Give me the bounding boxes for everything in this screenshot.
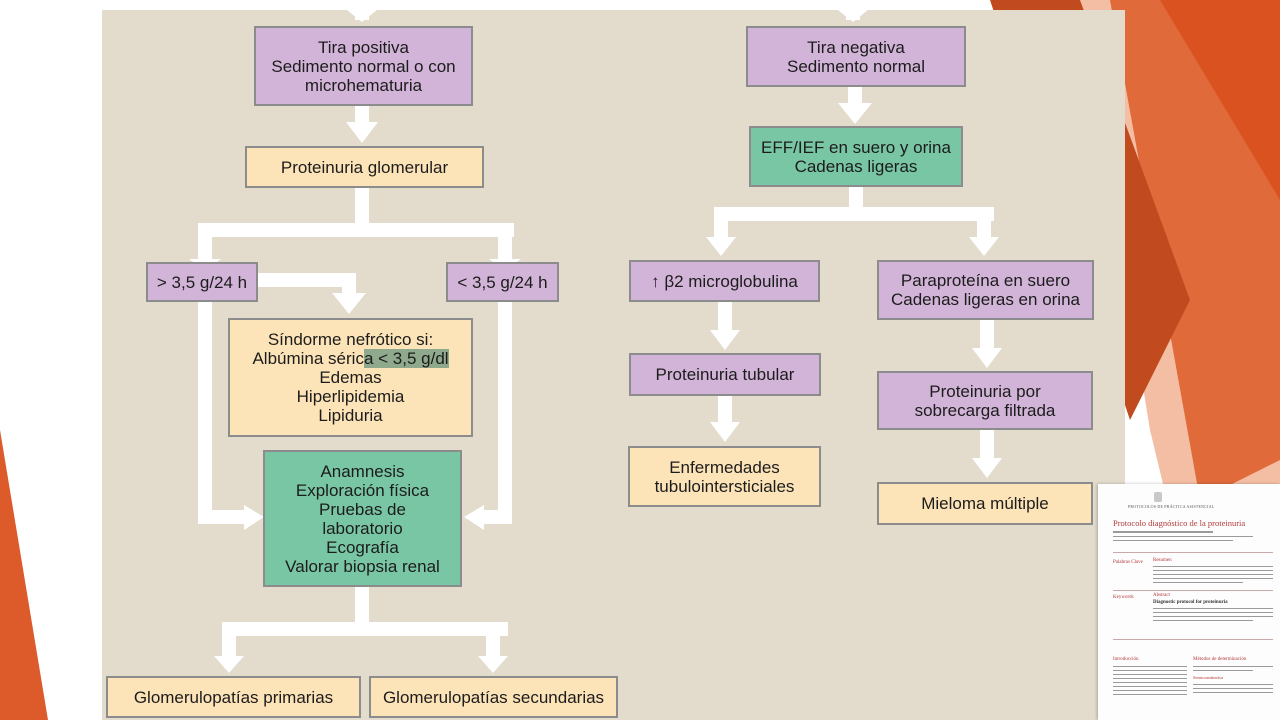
albumina-label: Albúmina séric xyxy=(252,349,364,368)
line-left-outer-down xyxy=(198,300,212,518)
arrow-stub-left-head xyxy=(347,10,377,22)
arrow-negativa-to-eff xyxy=(848,87,862,105)
intro-text xyxy=(1113,682,1187,683)
resumen-text xyxy=(1153,570,1273,571)
thumbnail-title: Protocolo diagnóstico de la proteinuria xyxy=(1113,518,1246,528)
tira-positiva-box: Tira positiva Sedimento normal o con mic… xyxy=(254,26,473,106)
albumina-highlight: a < 3,5 g/dl xyxy=(363,349,449,368)
resumen-label: Resumen xyxy=(1153,558,1172,563)
orange-triangle-right-mid xyxy=(1160,0,1280,200)
mieloma-multiple-box: Mieloma múltiple xyxy=(877,482,1093,525)
sindrome-albumina: Albúmina sérica < 3,5 g/dl xyxy=(252,349,449,368)
intro-text xyxy=(1113,686,1187,687)
proteinuria-glomerular-box: Proteinuria glomerular xyxy=(245,146,484,188)
tira-negativa-box: Tira negativa Sedimento normal xyxy=(746,26,966,87)
thumbnail-header: PROTOCOLOS DE PRÁCTICA ASISTENCIAL xyxy=(1128,504,1215,509)
arrow-mayor-to-sindrome-h xyxy=(256,273,356,287)
intro-text xyxy=(1113,670,1187,671)
menor-3-5-box: < 3,5 g/24 h xyxy=(446,262,559,302)
beta2-microglobulina-box: ↑ β2 microglobulina xyxy=(629,260,820,302)
line-branch-left-down xyxy=(198,223,212,265)
abstract-label: Abstract xyxy=(1153,593,1170,598)
article-thumbnail: PROTOCOLOS DE PRÁCTICA ASISTENCIAL Proto… xyxy=(1098,484,1280,720)
intro-text xyxy=(1113,674,1187,675)
proteinuria-tubular-box: Proteinuria tubular xyxy=(629,353,821,396)
line-right-outer-down xyxy=(498,300,512,518)
thumbnail-rule xyxy=(1113,639,1273,640)
line-right-branch-h xyxy=(714,207,994,221)
sindrome-criteria: Edemas Hiperlipidemia Lipiduria xyxy=(296,368,405,425)
enfermedades-tubulointersticiales-box: Enfermedades tubulointersticiales xyxy=(628,446,821,507)
arrow-right-outer-head xyxy=(464,505,484,530)
arrow-left-outer-head xyxy=(244,505,264,530)
sindrome-nefrotico-box: Síndorme nefrótico si: Albúmina sérica <… xyxy=(228,318,473,437)
resumen-text xyxy=(1153,574,1273,575)
arrow-paraproteina-to-sobrecarga xyxy=(980,320,994,350)
line-left-branch-h xyxy=(198,223,514,237)
resumen-text xyxy=(1153,578,1273,579)
line-branch-right-down xyxy=(498,223,512,265)
semicuantitativa-label: Semicuantitativa xyxy=(1193,675,1224,680)
orange-triangle-left xyxy=(0,430,48,720)
line-eval-down xyxy=(355,586,369,626)
mayor-3-5-box: > 3,5 g/24 h xyxy=(146,262,258,302)
resumen-text xyxy=(1153,566,1273,567)
palabras-clave-label: Palabras Clave xyxy=(1113,560,1143,565)
paraproteina-box: Paraproteína en suero Cadenas ligeras en… xyxy=(877,260,1094,320)
arrow-tira-to-glomerular xyxy=(355,106,369,122)
affiliation-line xyxy=(1113,536,1253,537)
line-bottom-h xyxy=(222,622,508,636)
metodos-text xyxy=(1193,670,1253,671)
arrow-beta2-to-tubular xyxy=(718,302,732,332)
metodos-text xyxy=(1193,688,1273,689)
metodos-text xyxy=(1193,666,1273,667)
abstract-title: Diagnostic protocol for proteinuria xyxy=(1153,600,1228,605)
abstract-text xyxy=(1153,608,1273,609)
introduccion-label: Introducción xyxy=(1113,657,1139,662)
abstract-text xyxy=(1153,612,1273,613)
glomerulopatias-secundarias-box: Glomerulopatías secundarias xyxy=(369,676,618,718)
line-eff-down xyxy=(849,186,863,212)
glomerulopatias-primarias-box: Glomerulopatías primarias xyxy=(106,676,361,718)
metodos-label: Métodos de determinación xyxy=(1193,657,1247,662)
arrow-stub-right-head xyxy=(838,10,868,22)
thumbnail-rule xyxy=(1113,590,1273,591)
intro-text xyxy=(1113,694,1187,695)
thumbnail-rule xyxy=(1113,552,1273,553)
metodos-text xyxy=(1193,692,1273,693)
metodos-text xyxy=(1193,684,1273,685)
abstract-text xyxy=(1153,616,1273,617)
abstract-text xyxy=(1153,620,1253,621)
intro-text xyxy=(1113,690,1187,691)
eff-ief-box: EFF/IEF en suero y orina Cadenas ligeras xyxy=(749,126,963,187)
evaluacion-box: Anamnesis Exploración física Pruebas de … xyxy=(263,450,462,587)
intro-text xyxy=(1113,666,1187,667)
sindrome-title: Síndorme nefrótico si: xyxy=(267,330,434,349)
arrow-tubular-to-enfermedades xyxy=(718,396,732,424)
keywords-label: Keywords xyxy=(1113,595,1134,600)
arrow-sobrecarga-to-mieloma xyxy=(980,430,994,460)
line-glomerular-down xyxy=(355,187,369,225)
journal-logo xyxy=(1154,492,1162,502)
arrow-mayor-to-sindrome-head xyxy=(332,293,366,314)
affiliation-line xyxy=(1113,540,1233,541)
sobrecarga-filtrada-box: Proteinuria por sobrecarga filtrada xyxy=(877,371,1093,430)
intro-text xyxy=(1113,678,1187,679)
resumen-text xyxy=(1153,582,1243,583)
authors-line xyxy=(1113,531,1213,533)
